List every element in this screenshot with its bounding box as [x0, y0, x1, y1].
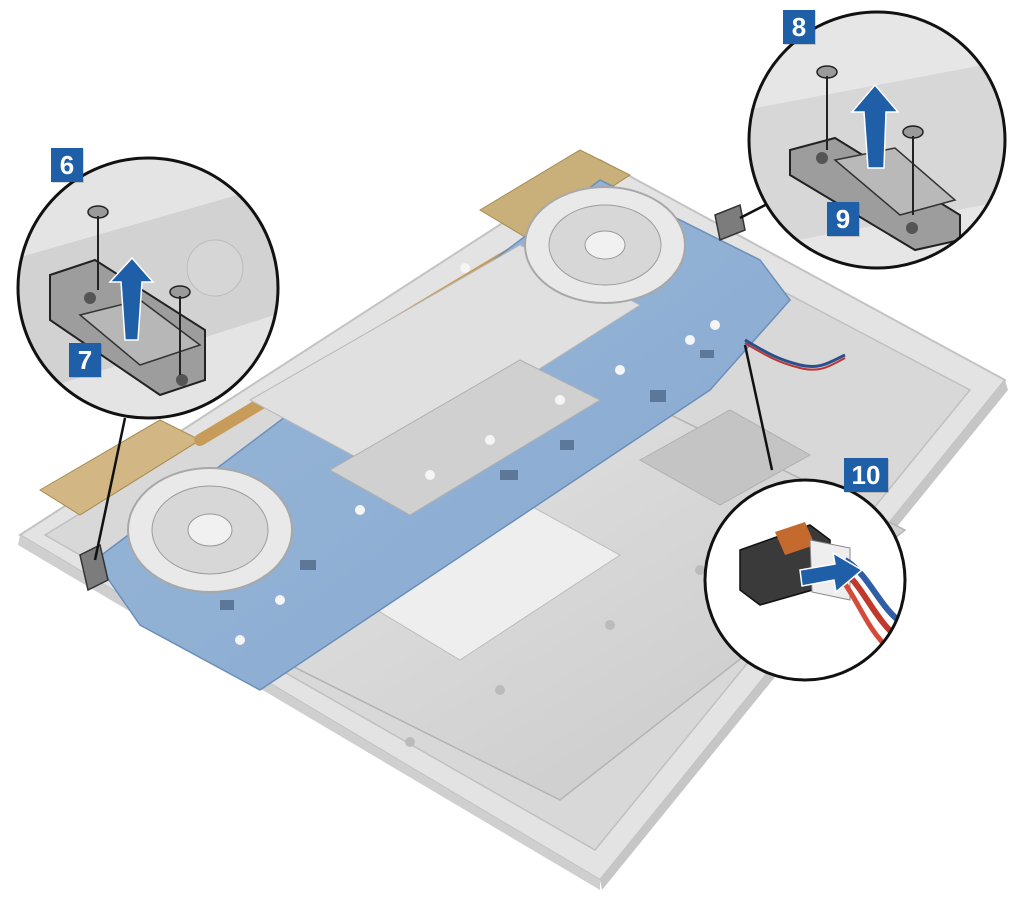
step-10-badge: 10: [844, 458, 888, 492]
left-hinge-bracket: [79, 543, 109, 592]
lift-arrow-icon: [108, 256, 155, 341]
right-fan: [524, 186, 686, 304]
step-6-badge: 6: [51, 148, 83, 182]
right-magnifier: [747, 10, 1007, 270]
left-fan: [127, 467, 293, 593]
speaker-cable: [744, 338, 846, 371]
step-8-badge: 8: [783, 10, 815, 44]
lift-arrow-icon: [850, 83, 900, 169]
screw-icon: [902, 125, 924, 215]
right-hinge-bracket: [714, 203, 746, 242]
screw-icon: [87, 205, 109, 290]
shield-plate: [238, 389, 907, 801]
left-magnifier: [16, 156, 280, 420]
step-7-badge: 7: [69, 343, 101, 377]
pull-arrow-icon: [799, 551, 864, 594]
screw-icon: [169, 285, 191, 375]
screw-icon: [816, 65, 838, 150]
step-9-badge: 9: [827, 202, 859, 236]
connector-magnifier: [703, 478, 907, 682]
